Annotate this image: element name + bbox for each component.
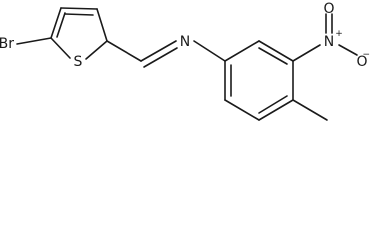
bond-c2-s bbox=[85, 40, 108, 60]
atom-o-right-label: O bbox=[356, 54, 367, 70]
bond-s-c5 bbox=[50, 37, 71, 59]
atom-n-imine-label: N bbox=[180, 34, 190, 50]
bond-c4b-methyl bbox=[292, 99, 328, 121]
atom-o-top-label: O bbox=[323, 1, 334, 17]
atom-br-label: Br bbox=[0, 36, 14, 52]
atom-n-nitro-label: N bbox=[324, 34, 334, 50]
bond-benz-inner-2 bbox=[258, 95, 288, 114]
bond-c3-c2 bbox=[96, 8, 108, 42]
atom-s-label: S bbox=[74, 54, 83, 70]
bond-n-c1 bbox=[193, 40, 226, 62]
bond-c5-c4 bbox=[50, 7, 62, 39]
bond-n-o-right bbox=[338, 44, 358, 56]
bond-c4b-c5b bbox=[258, 99, 294, 121]
atom-n-nitro-charge: + bbox=[335, 29, 343, 39]
bond-c2b-c3b bbox=[258, 40, 294, 62]
bond-c4-c3 bbox=[60, 7, 98, 10]
bond-benz-inner-1 bbox=[258, 47, 288, 65]
bond-c4-c3-inner bbox=[64, 13, 94, 16]
molecule-structure-diagram: Br S N N + O O − bbox=[0, 1, 370, 121]
bond-c5-c4-inner bbox=[56, 12, 66, 38]
atom-o-right-charge: − bbox=[362, 50, 370, 60]
bond-ch-n-double-b bbox=[143, 47, 178, 68]
bond-c2-ch bbox=[106, 40, 142, 62]
bond-ch-n-double-a bbox=[140, 40, 177, 62]
bond-c5b-c6b bbox=[224, 99, 260, 121]
bond-c3b-n-nitro bbox=[292, 44, 321, 62]
bond-c1-c2b bbox=[224, 40, 260, 62]
bond-c5-br bbox=[16, 37, 52, 45]
